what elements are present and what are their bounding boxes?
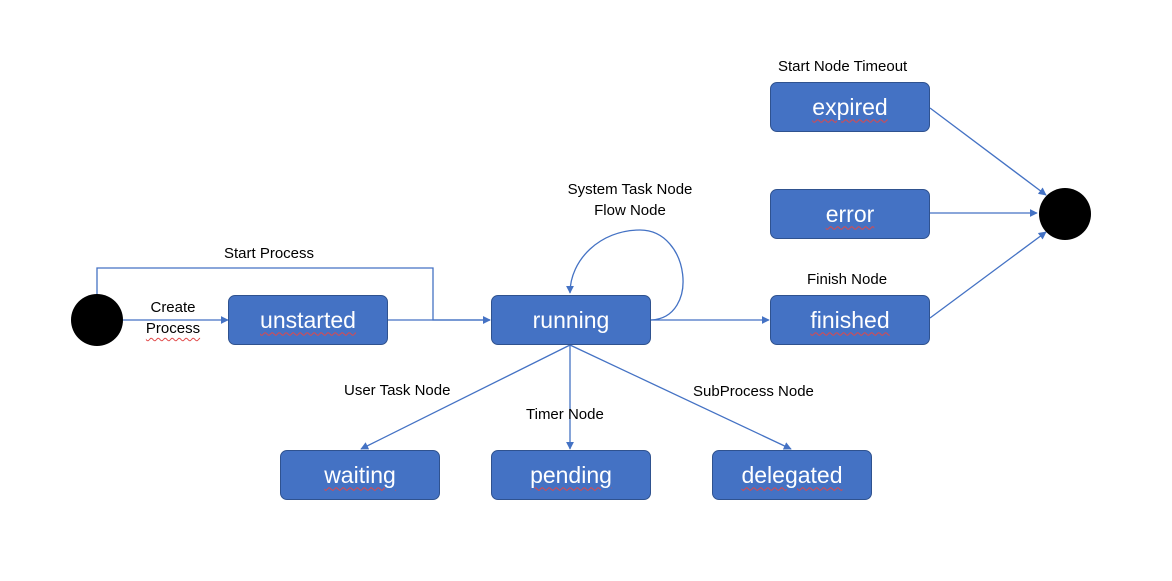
label-user-task-node-text: User Task Node xyxy=(344,382,451,399)
label-subprocess-node-text: SubProcess Node xyxy=(693,383,814,400)
label-self-loop: System Task Node Flow Node xyxy=(555,179,705,221)
label-self-loop-line1: System Task Node xyxy=(567,181,693,198)
state-pending-label: pending xyxy=(530,461,612,488)
arrow-running-to-delegated xyxy=(569,344,792,450)
label-finish-node: Finish Node xyxy=(807,269,887,290)
label-timer-node-text: Timer Node xyxy=(526,406,604,423)
state-expired: expired xyxy=(770,82,930,132)
label-finish-node-text: Finish Node xyxy=(807,271,888,288)
start-node xyxy=(71,294,123,346)
label-subprocess-node: SubProcess Node xyxy=(693,381,814,402)
state-delegated-label: delegated xyxy=(741,461,843,488)
arrow-expired-to-end xyxy=(929,107,1047,196)
state-waiting-label: waiting xyxy=(324,461,396,488)
end-node xyxy=(1039,188,1091,240)
state-running-label: running xyxy=(532,306,610,333)
state-expired-label: expired xyxy=(812,93,888,120)
state-finished-label: finished xyxy=(810,306,890,333)
state-pending: pending xyxy=(491,450,651,500)
state-waiting: waiting xyxy=(280,450,440,500)
state-error-label: error xyxy=(825,200,875,227)
label-user-task-node: User Task Node xyxy=(344,380,450,401)
label-self-loop-line2: Flow Node xyxy=(594,202,666,219)
state-delegated: delegated xyxy=(712,450,872,500)
state-error: error xyxy=(770,189,930,239)
label-create-process-line2: Process xyxy=(145,320,201,337)
arrow-finished-to-end xyxy=(929,231,1047,319)
state-running: running xyxy=(491,295,651,345)
label-timer-node: Timer Node xyxy=(526,404,604,425)
state-unstarted-label: unstarted xyxy=(260,306,356,333)
label-start-process-text: Start Process xyxy=(224,245,315,262)
state-unstarted: unstarted xyxy=(228,295,388,345)
state-finished: finished xyxy=(770,295,930,345)
label-start-node-timeout-text: Start Node Timeout xyxy=(778,58,908,75)
label-start-process: Start Process xyxy=(224,243,314,264)
arrow-running-to-waiting xyxy=(360,344,571,450)
label-create-process-line1: Create xyxy=(150,299,196,316)
label-start-node-timeout: Start Node Timeout xyxy=(778,56,907,77)
arrow-running-self-loop xyxy=(566,229,684,321)
label-create-process: Create Process xyxy=(138,297,208,339)
